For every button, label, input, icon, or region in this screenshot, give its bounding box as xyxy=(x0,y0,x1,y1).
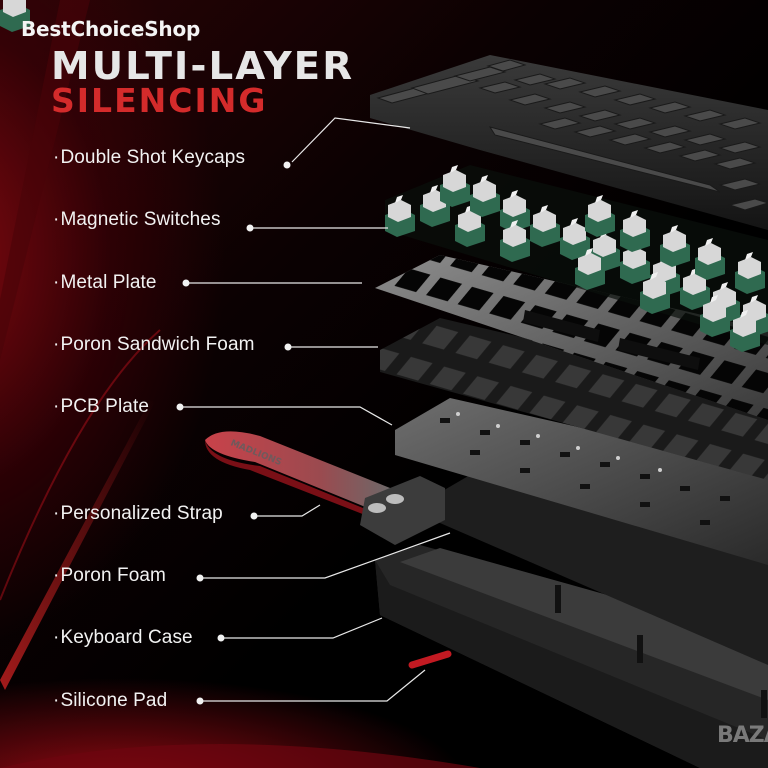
poron-sandwich-foam-layer xyxy=(380,318,768,480)
layer-label-metal-plate: ·Metal Plate xyxy=(53,272,157,294)
layer-label-text: Magnetic Switches xyxy=(60,209,221,230)
layer-label-text: Poron Foam xyxy=(60,565,166,586)
pcb-plate-layer xyxy=(395,398,768,565)
bullet: · xyxy=(53,396,60,417)
layer-label-magnetic-switches: ·Magnetic Switches xyxy=(53,209,221,231)
layer-label-text: Metal Plate xyxy=(60,272,157,293)
bullet: · xyxy=(53,334,60,355)
layer-label-text: Silicone Pad xyxy=(60,690,168,711)
layer-label-double-shot-keycaps: ·Double Shot Keycaps xyxy=(53,147,245,169)
bullet: · xyxy=(53,272,60,293)
headline-line-1: MULTI-LAYER xyxy=(51,44,355,88)
layer-label-text: Poron Sandwich Foam xyxy=(60,334,255,355)
layer-label-silicone-pad: ·Silicone Pad xyxy=(53,690,167,712)
layer-label-text: Personalized Strap xyxy=(60,503,223,524)
bullet: · xyxy=(53,209,60,230)
personalized-strap-layer: MADLIONS xyxy=(205,431,445,545)
leader-lines xyxy=(180,117,451,702)
layer-label-text: Double Shot Keycaps xyxy=(60,147,246,168)
metal-plate-layer xyxy=(375,255,768,420)
keycaps-layer xyxy=(370,55,768,230)
bullet: · xyxy=(53,627,60,648)
bazar-watermark: BAZAR xyxy=(717,723,768,748)
bullet: · xyxy=(53,690,60,711)
layer-label-personalized-strap: ·Personalized Strap xyxy=(53,503,223,525)
magnetic-switches-layer xyxy=(0,0,768,352)
layer-label-text: PCB Plate xyxy=(60,396,149,417)
shop-brand-name: BestChoiceShop xyxy=(21,17,201,41)
layer-label-keyboard-case: ·Keyboard Case xyxy=(53,627,193,649)
layer-label-poron-sandwich-foam: ·Poron Sandwich Foam xyxy=(53,334,255,356)
layer-label-pcb-plate: ·PCB Plate xyxy=(53,396,149,418)
silicone-pad-layer xyxy=(408,650,452,669)
poron-foam-layer xyxy=(410,475,768,665)
bullet: · xyxy=(53,565,60,586)
headline-line-2: SILENCING xyxy=(51,81,268,120)
layer-label-text: Keyboard Case xyxy=(60,627,193,648)
keyboard-case-layer xyxy=(375,545,768,768)
layer-label-poron-foam: ·Poron Foam xyxy=(53,565,166,587)
bullet: · xyxy=(53,503,60,524)
bullet: · xyxy=(53,147,60,168)
leader-dots xyxy=(176,161,292,705)
